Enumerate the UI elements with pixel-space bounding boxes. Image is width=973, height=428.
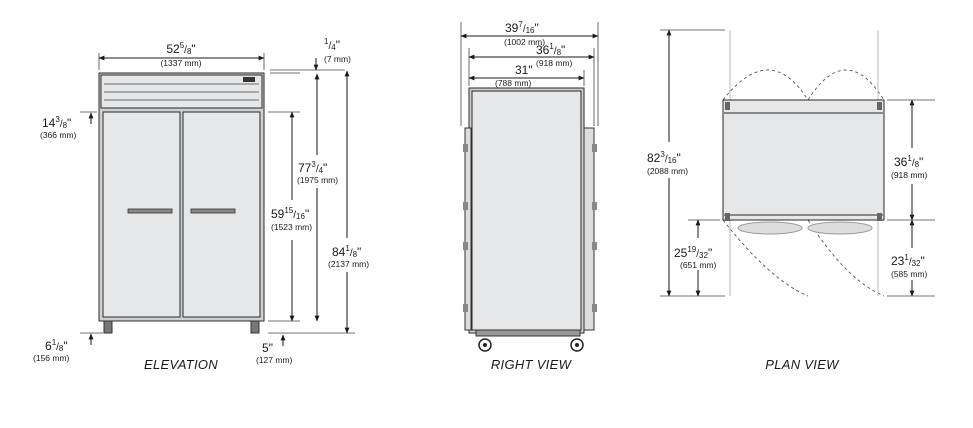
elevation-left-door	[102, 111, 181, 318]
dim-body-depth: 361/8"	[536, 42, 565, 57]
badge-icon	[243, 77, 255, 82]
elevation-right-door	[182, 111, 261, 318]
right-view-caption: RIGHT VIEW	[491, 357, 573, 372]
plan-cabinet	[722, 99, 885, 221]
dim-swing-depth-mm: (2088 mm)	[647, 166, 688, 176]
dim-overall-height: 841/8"	[332, 244, 361, 259]
dim-overall-depth-mm: (1002 mm)	[504, 37, 545, 47]
right-door-edge	[583, 127, 595, 331]
elevation-grille	[100, 74, 263, 109]
dim-door-clearance-mm: (651 mm)	[680, 260, 717, 270]
dim-width-mm: (1337 mm)	[160, 58, 201, 68]
dim-overall-depth: 397/16"	[505, 20, 539, 35]
elevation-right-leg	[250, 320, 260, 334]
elevation-view: 525/8" (1337 mm) 1/4" (7 mm) 143/8" (366…	[33, 37, 369, 372]
dim-side-clearance-mm: (585 mm)	[891, 269, 928, 279]
dim-width: 525/8"	[166, 41, 195, 56]
dim-top-gap: 1/4"	[324, 37, 340, 52]
dim-bottom: 5"	[262, 341, 273, 355]
dim-body-depth-mm: (918 mm)	[536, 58, 573, 68]
dim-leg-height: 61/8"	[45, 338, 68, 353]
dim-leg-height-mm: (156 mm)	[33, 353, 70, 363]
dim-cabinet-height-mm: (1975 mm)	[297, 175, 338, 185]
dim-plan-body-depth: 361/8"	[894, 154, 923, 169]
dim-door-clearance: 2519/32"	[674, 245, 712, 260]
left-door-handle	[127, 208, 173, 214]
hinge-icon	[463, 144, 468, 152]
dim-grille-mm: (366 mm)	[40, 130, 77, 140]
dim-top-gap-mm: (7 mm)	[324, 54, 351, 64]
dim-cabinet-depth-mm: (788 mm)	[495, 78, 532, 88]
plan-view-caption: PLAN VIEW	[765, 357, 840, 372]
dim-door-height-mm: (1523 mm)	[271, 222, 312, 232]
dim-cabinet-height: 773/4"	[298, 160, 327, 175]
dim-door-height: 5915/16"	[271, 206, 309, 221]
dim-grille: 143/8"	[42, 115, 71, 130]
dim-plan-body-depth-mm: (918 mm)	[891, 170, 928, 180]
elevation-caption: ELEVATION	[144, 357, 218, 372]
right-view: 397/16" (1002 mm) 361/8" (918 mm) 31" (7…	[460, 20, 599, 372]
dim-cabinet-depth: 31"	[515, 63, 533, 77]
dim-swing-depth: 823/16"	[647, 150, 681, 165]
plan-view: 823/16" (2088 mm) 2519/32" (651 mm) 361/…	[647, 29, 935, 372]
dim-overall-height-mm: (2137 mm)	[328, 259, 369, 269]
dim-side-clearance: 231/32"	[891, 253, 925, 268]
door-swing-arc	[722, 69, 809, 101]
dim-bottom-mm: (127 mm)	[256, 355, 293, 365]
elevation-left-leg	[103, 320, 113, 334]
right-door-handle	[190, 208, 236, 214]
